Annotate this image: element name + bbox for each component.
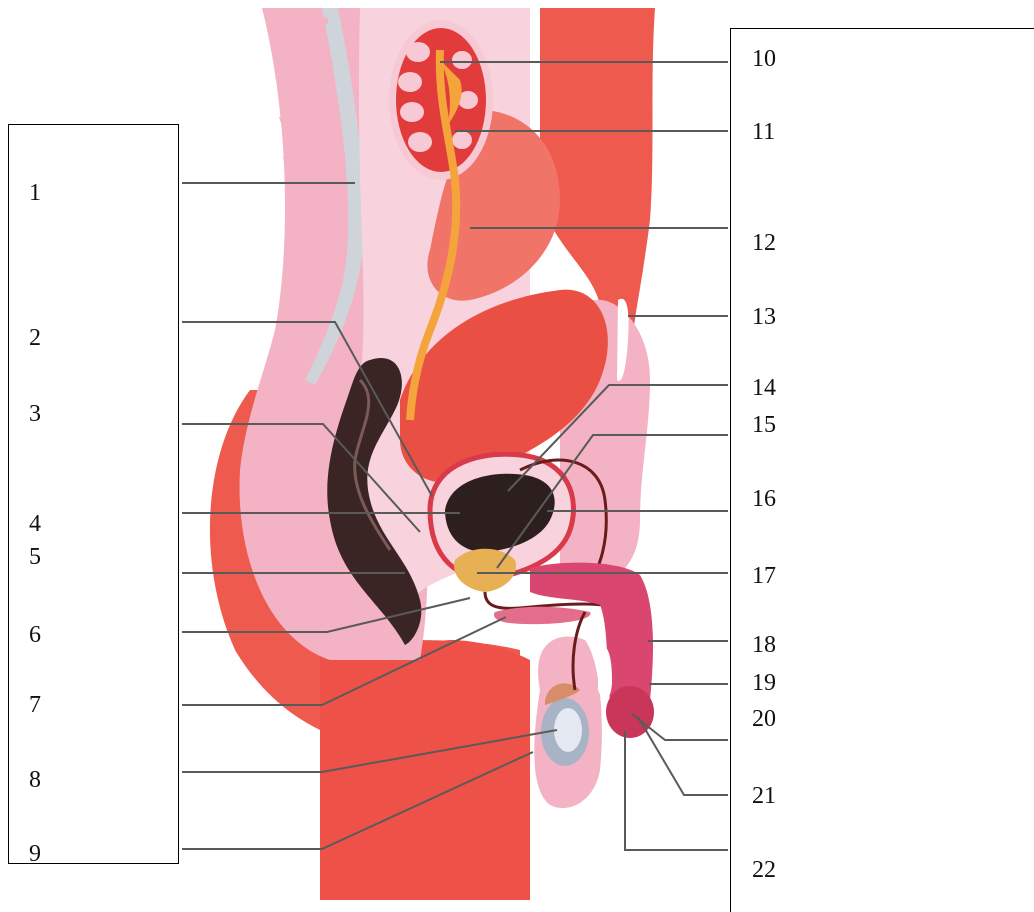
label-19: 19 (752, 671, 776, 695)
label-10: 10 (752, 47, 776, 71)
label-13: 13 (752, 305, 776, 329)
label-17: 17 (752, 564, 776, 588)
label-4: 4 (29, 512, 41, 536)
label-12: 12 (752, 231, 776, 255)
label-5: 5 (29, 545, 41, 569)
label-7: 7 (29, 693, 41, 717)
thigh-region (320, 640, 530, 900)
label-15: 15 (752, 413, 776, 437)
label-6: 6 (29, 623, 41, 647)
label-22: 22 (752, 858, 776, 882)
label-2: 2 (29, 326, 41, 350)
leader-22 (625, 731, 728, 850)
label-1: 1 (29, 181, 41, 205)
label-21: 21 (752, 784, 776, 808)
label-16: 16 (752, 487, 776, 511)
label-14: 14 (752, 376, 776, 400)
label-18: 18 (752, 633, 776, 657)
left-label-box (8, 124, 179, 864)
label-8: 8 (29, 768, 41, 792)
label-3: 3 (29, 402, 41, 426)
label-9: 9 (29, 842, 41, 866)
scrotum (534, 637, 602, 809)
right-label-box (730, 28, 1034, 912)
label-20: 20 (752, 707, 776, 731)
label-11: 11 (752, 120, 775, 144)
